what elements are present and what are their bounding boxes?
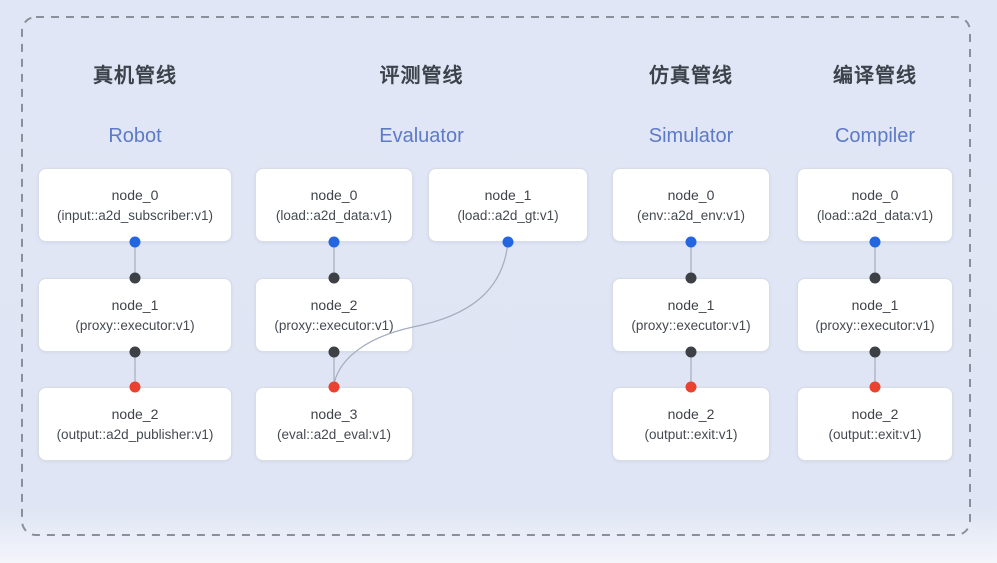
node-name: node_3 — [310, 405, 358, 422]
header-simulator: 仿真管线 Simulator — [612, 62, 770, 150]
pipeline-title-cn: 评测管线 — [379, 65, 464, 87]
node-name: node_2 — [111, 405, 159, 422]
node-box-sim-1: node_1 (proxy::executor:v1) — [612, 278, 770, 352]
node-impl: (output::exit:v1) — [644, 426, 738, 442]
node-box-sim-2: node_2 (output::exit:v1) — [612, 387, 770, 461]
node-name: node_1 — [667, 296, 715, 313]
node-box-comp-2: node_2 (output::exit:v1) — [797, 387, 953, 461]
node-impl: (env::a2d_env:v1) — [636, 207, 746, 223]
node-impl: (output::a2d_publisher:v1) — [56, 426, 214, 442]
pipeline-title-en: Robot — [108, 125, 162, 147]
header-robot: 真机管线 Robot — [38, 62, 232, 150]
node-name: node_1 — [851, 296, 899, 313]
header-compiler: 编译管线 Compiler — [797, 62, 953, 150]
node-name: node_0 — [111, 186, 159, 203]
node-box-comp-0: node_0 (load::a2d_data:v1) — [797, 168, 953, 242]
node-impl: (load::a2d_gt:v1) — [457, 207, 559, 223]
node-box-robot-1: node_1 (proxy::executor:v1) — [38, 278, 232, 352]
node-impl: (load::a2d_data:v1) — [275, 207, 393, 223]
node-impl: (output::exit:v1) — [828, 426, 922, 442]
node-impl: (proxy::executor:v1) — [631, 317, 751, 333]
header-evaluator: 评测管线 Evaluator — [255, 62, 588, 150]
node-box-eval-1: node_1 (load::a2d_gt:v1) — [428, 168, 588, 242]
pipeline-title-en: Simulator — [648, 125, 734, 147]
node-impl: (input::a2d_subscriber:v1) — [56, 207, 214, 223]
node-impl: (proxy::executor:v1) — [274, 317, 394, 333]
node-box-robot-2: node_2 (output::a2d_publisher:v1) — [38, 387, 232, 461]
node-impl: (proxy::executor:v1) — [815, 317, 935, 333]
node-name: node_1 — [111, 296, 159, 313]
node-name: node_2 — [851, 405, 899, 422]
node-box-robot-0: node_0 (input::a2d_subscriber:v1) — [38, 168, 232, 242]
node-box-comp-1: node_1 (proxy::executor:v1) — [797, 278, 953, 352]
node-impl: (eval::a2d_eval:v1) — [276, 426, 392, 442]
pipeline-title-cn: 编译管线 — [833, 65, 917, 87]
node-name: node_2 — [310, 296, 358, 313]
node-name: node_0 — [851, 186, 899, 203]
pipeline-title-cn: 真机管线 — [93, 65, 177, 87]
pipeline-title-en: Compiler — [834, 125, 916, 147]
node-box-eval-0: node_0 (load::a2d_data:v1) — [255, 168, 413, 242]
node-impl: (load::a2d_data:v1) — [816, 207, 934, 223]
node-name: node_0 — [310, 186, 358, 203]
node-box-eval-2: node_2 (proxy::executor:v1) — [255, 278, 413, 352]
node-impl: (proxy::executor:v1) — [75, 317, 195, 333]
node-name: node_2 — [667, 405, 715, 422]
node-name: node_0 — [667, 186, 715, 203]
node-box-eval-3: node_3 (eval::a2d_eval:v1) — [255, 387, 413, 461]
node-name: node_1 — [484, 186, 532, 203]
pipeline-title-cn: 仿真管线 — [649, 65, 733, 87]
pipeline-title-en: Evaluator — [379, 125, 464, 147]
node-box-sim-0: node_0 (env::a2d_env:v1) — [612, 168, 770, 242]
